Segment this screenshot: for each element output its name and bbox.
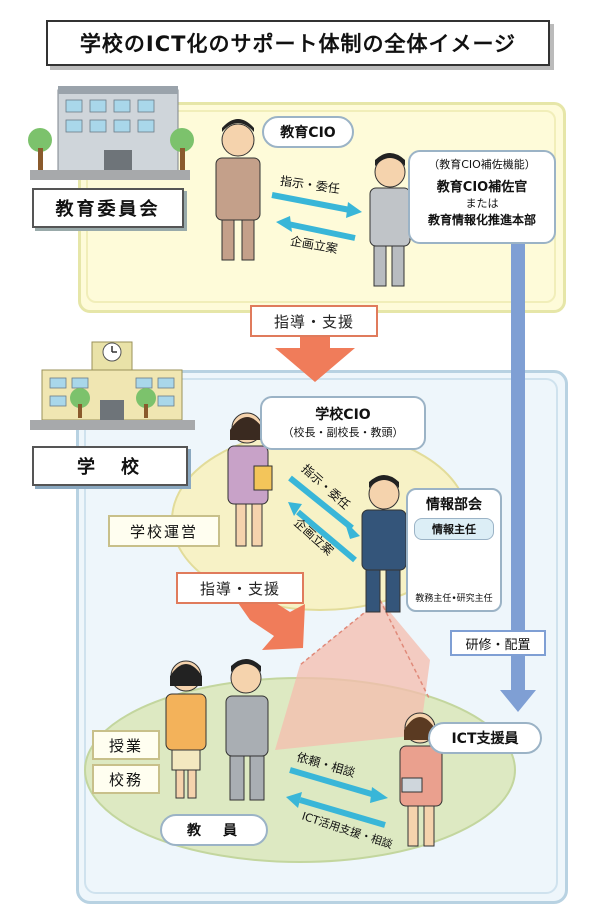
school-cio-figure bbox=[227, 412, 273, 547]
task-lessons-label: 授業 bbox=[92, 730, 160, 760]
guidance-label-1: 指導・支援 bbox=[250, 305, 378, 337]
school-label: 学 校 bbox=[32, 446, 188, 486]
school-cio-box: 学校CIO （校長・副校長・教頭） bbox=[260, 396, 426, 450]
info-chief-figure bbox=[361, 475, 407, 613]
school-cio-label: 学校CIO bbox=[315, 407, 371, 423]
board-label: 教育委員会 bbox=[32, 188, 184, 228]
female-teacher-figure bbox=[165, 660, 207, 799]
cio-assistant-hq: 教育情報化推進本部 bbox=[427, 213, 536, 227]
info-dept-box: 情報部会 情報主任 教務主任•研究主任 bbox=[406, 488, 502, 612]
ict-arrow-right bbox=[289, 767, 388, 803]
task-admin-label: 校務 bbox=[92, 764, 160, 794]
info-dept-title: 情報部会 bbox=[426, 497, 482, 513]
school-panel-inner bbox=[84, 378, 558, 894]
education-cio-figure bbox=[215, 119, 261, 261]
info-chief-label: 情報主任 bbox=[414, 518, 494, 540]
training-label: 研修・配置 bbox=[450, 630, 546, 656]
school-management-label: 学校運営 bbox=[108, 515, 220, 547]
guidance-arrow-2 bbox=[236, 598, 305, 650]
other-chiefs-label: 教務主任•研究主任 bbox=[415, 594, 493, 604]
cio-assistant-or: または bbox=[465, 197, 499, 210]
school-building-icon bbox=[30, 341, 195, 430]
education-cio-label: 教育CIO bbox=[262, 116, 354, 148]
ict-supporter-label: ICT支援員 bbox=[428, 722, 542, 754]
teachers-label: 教 員 bbox=[160, 814, 268, 846]
school-arrow-left bbox=[288, 502, 357, 563]
school-arrow-right bbox=[288, 475, 360, 539]
board-arrow-right bbox=[271, 192, 362, 218]
school-cio-sub: （校長・副校長・教頭） bbox=[282, 426, 404, 439]
ict-supporter-figure bbox=[399, 712, 443, 847]
cio-assistant-note: （教育CIO補佐機能） bbox=[428, 158, 536, 171]
guidance-label-2: 指導・支援 bbox=[176, 572, 304, 604]
cio-assistant-figure bbox=[369, 153, 411, 287]
training-arrow bbox=[500, 240, 536, 712]
diagram-title: 学校のICT化のサポート体制の全体イメージ bbox=[46, 20, 550, 66]
cio-assistant-box: （教育CIO補佐機能） 教育CIO補佐官 または 教育情報化推進本部 bbox=[408, 150, 556, 244]
board-building-icon bbox=[28, 86, 194, 180]
support-wedge bbox=[275, 600, 430, 750]
ict-arrow-left bbox=[286, 792, 386, 828]
cio-assistant-title: 教育CIO補佐官 bbox=[436, 180, 528, 195]
board-arrow-left bbox=[276, 216, 356, 241]
male-teacher-figure bbox=[225, 659, 269, 801]
